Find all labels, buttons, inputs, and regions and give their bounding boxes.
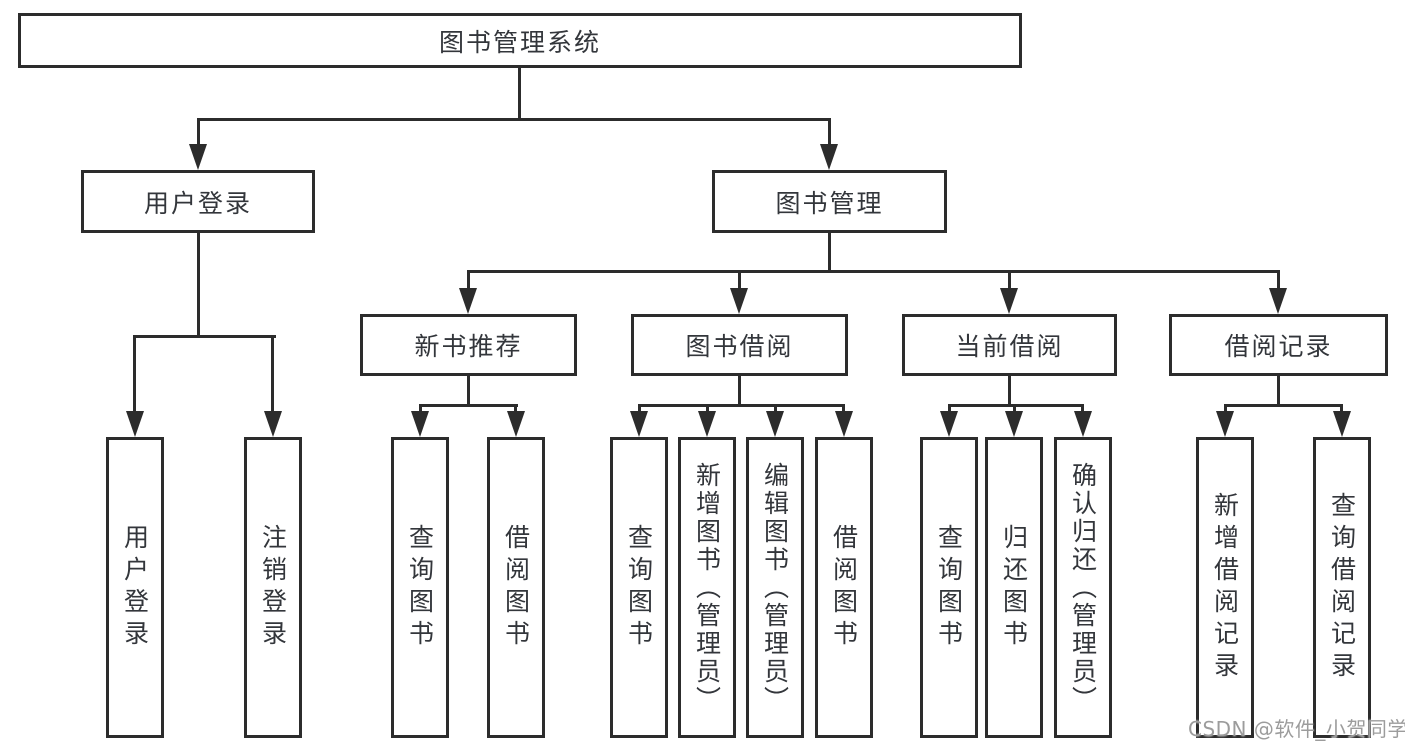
leaf-confirm-return-admin: 确认归还（管理员） [1054, 437, 1112, 738]
connector-line [828, 233, 831, 273]
connector-line [1008, 376, 1011, 407]
connector-line [638, 404, 641, 414]
leaf-borrow-books-borrowing: 借阅图书 [815, 437, 873, 738]
connector-line [1224, 404, 1343, 407]
connector-line [467, 270, 470, 290]
arrowhead-down-icon [189, 144, 207, 170]
arrowhead-down-icon [1005, 411, 1023, 437]
arrowhead-down-icon [1269, 288, 1287, 314]
leaf-add-borrow-record: 新增借阅记录 [1196, 437, 1254, 738]
connector-line [948, 404, 951, 414]
connector-line [948, 404, 1084, 407]
leaf-query-books-borrowing: 查询图书 [610, 437, 668, 738]
connector-line [1277, 270, 1280, 290]
leaf-add-book-admin: 新增图书（管理员） [678, 437, 736, 738]
node-new-book-recommend: 新书推荐 [360, 314, 577, 376]
connector-line [1081, 404, 1084, 414]
arrowhead-down-icon [1216, 411, 1234, 437]
connector-line [1277, 376, 1280, 407]
leaf-query-borrow-record: 查询借阅记录 [1313, 437, 1371, 738]
connector-line [1224, 404, 1227, 414]
arrowhead-down-icon [126, 411, 144, 437]
node-borrowing-records: 借阅记录 [1169, 314, 1388, 376]
arrowhead-down-icon [507, 411, 525, 437]
connector-line [271, 335, 274, 413]
node-book-borrowing: 图书借阅 [631, 314, 848, 376]
connector-line [706, 404, 709, 414]
arrowhead-down-icon [820, 144, 838, 170]
connector-line [774, 404, 777, 414]
leaf-query-books-current: 查询图书 [920, 437, 978, 738]
connector-line [1340, 404, 1343, 414]
node-root-system: 图书管理系统 [18, 13, 1022, 68]
arrowhead-down-icon [940, 411, 958, 437]
arrowhead-down-icon [411, 411, 429, 437]
arrowhead-down-icon [264, 411, 282, 437]
arrowhead-down-icon [630, 411, 648, 437]
leaf-borrow-books-recommend: 借阅图书 [487, 437, 545, 738]
arrowhead-down-icon [766, 411, 784, 437]
arrowhead-down-icon [835, 411, 853, 437]
leaf-logout: 注销登录 [244, 437, 302, 738]
connector-line [133, 335, 276, 338]
arrowhead-down-icon [730, 288, 748, 314]
connector-line [1013, 404, 1016, 414]
csdn-watermark: CSDN @软件_小贺同学 [1188, 717, 1405, 741]
node-book-management-branch: 图书管理 [712, 170, 947, 233]
connector-line [518, 68, 521, 121]
connector-line [738, 376, 741, 407]
connector-line [828, 118, 831, 146]
connector-line [842, 404, 845, 414]
arrowhead-down-icon [459, 288, 477, 314]
connector-line [197, 118, 831, 121]
node-current-borrowing: 当前借阅 [902, 314, 1117, 376]
connector-line [1008, 270, 1011, 290]
arrowhead-down-icon [1000, 288, 1018, 314]
leaf-edit-book-admin: 编辑图书（管理员） [746, 437, 804, 738]
connector-line [197, 118, 200, 146]
connector-line [197, 233, 200, 338]
arrowhead-down-icon [1333, 411, 1351, 437]
connector-line [467, 376, 470, 407]
arrowhead-down-icon [698, 411, 716, 437]
leaf-query-books-recommend: 查询图书 [391, 437, 449, 738]
connector-line [514, 404, 517, 414]
connector-line [133, 335, 136, 413]
connector-line [419, 404, 518, 407]
leaf-return-book: 归还图书 [985, 437, 1043, 738]
connector-line [638, 404, 845, 407]
connector-line [738, 270, 741, 290]
connector-line [467, 270, 1280, 273]
node-user-login-branch: 用户登录 [81, 170, 315, 233]
arrowhead-down-icon [1074, 411, 1092, 437]
leaf-user-login: 用户登录 [106, 437, 164, 738]
connector-line [419, 404, 422, 414]
